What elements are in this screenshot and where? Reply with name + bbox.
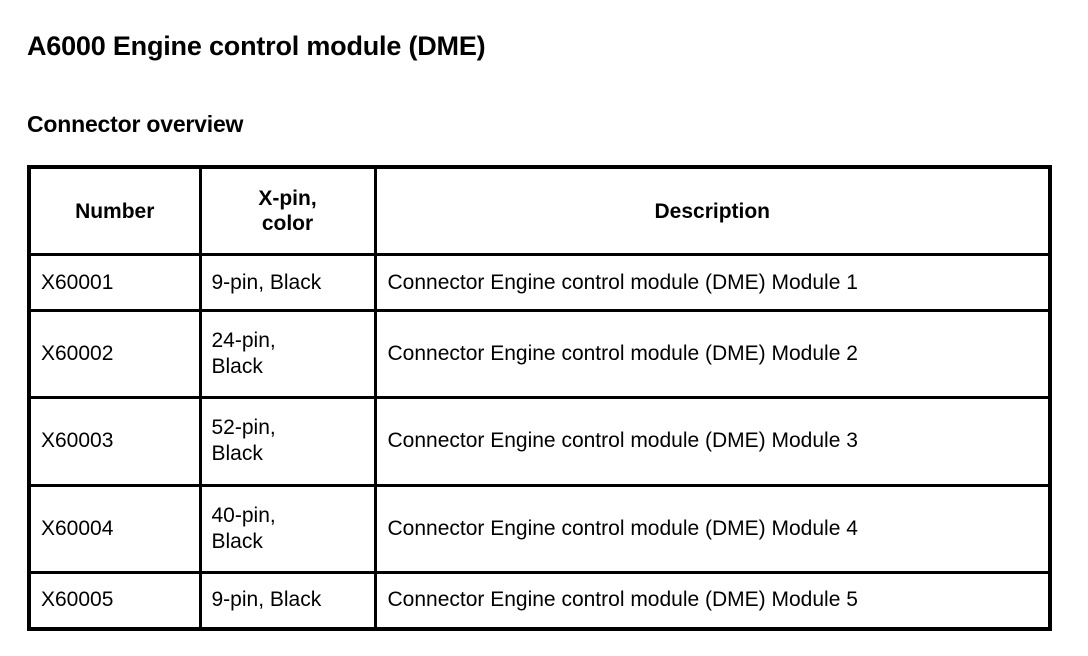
cell-description: Connector Engine control module (DME) Mo… [375, 397, 1050, 487]
cell-xpin-line2: Black [211, 442, 263, 466]
cell-xpin-color: 24-pin,Black [200, 310, 377, 400]
cell-xpin-color: 9-pin, Black [200, 572, 377, 629]
cell-xpin-line1: 52-pin, [211, 416, 276, 440]
cell-xpin-line1: 9-pin, Black [211, 588, 322, 612]
cell-connector-number: X60005 [29, 572, 202, 629]
cell-xpin-line2: Black [211, 529, 263, 553]
page-title: A6000 Engine control module (DME) [27, 31, 486, 62]
cell-xpin-line1: 24-pin, [211, 329, 276, 353]
column-header-xpin-color: X-pin, color [200, 167, 377, 256]
column-header-description: Description [375, 167, 1050, 256]
cell-description: Connector Engine control module (DME) Mo… [375, 254, 1050, 313]
cell-xpin-line1: 9-pin, Black [211, 270, 322, 294]
cell-xpin-color: 9-pin, Black [200, 254, 377, 313]
table-header-row: Number X-pin, color Description [29, 167, 1050, 256]
cell-connector-number: X60001 [29, 254, 202, 313]
cell-xpin-color: 52-pin,Black [200, 397, 377, 487]
cell-connector-number: X60004 [29, 485, 202, 574]
cell-xpin-line1: 40-pin, [211, 503, 276, 527]
column-header-xpin-line1: X-pin, [258, 187, 317, 210]
column-header-xpin-line2: color [261, 212, 314, 235]
cell-description: Connector Engine control module (DME) Mo… [375, 485, 1050, 574]
cell-connector-number: X60003 [29, 397, 202, 487]
table-row: X60005 9-pin, Black Connector Engine contr… [29, 572, 1050, 629]
cell-xpin-line2: Black [211, 355, 263, 379]
table-row: X60001 9-pin, Black Connector Engine contr… [29, 254, 1050, 313]
cell-description: Connector Engine control module (DME) Mo… [375, 310, 1050, 400]
cell-xpin-color: 40-pin,Black [200, 485, 377, 574]
connector-overview-table: Number X-pin, color Description X60001 9-… [27, 165, 1052, 631]
column-header-number: Number [29, 167, 202, 256]
section-heading-connector-overview: Connector overview [27, 111, 244, 138]
table-header: Number X-pin, color Description [29, 167, 1050, 256]
cell-connector-number: X60002 [29, 310, 202, 400]
cell-description: Connector Engine control module (DME) Mo… [387, 588, 858, 612]
